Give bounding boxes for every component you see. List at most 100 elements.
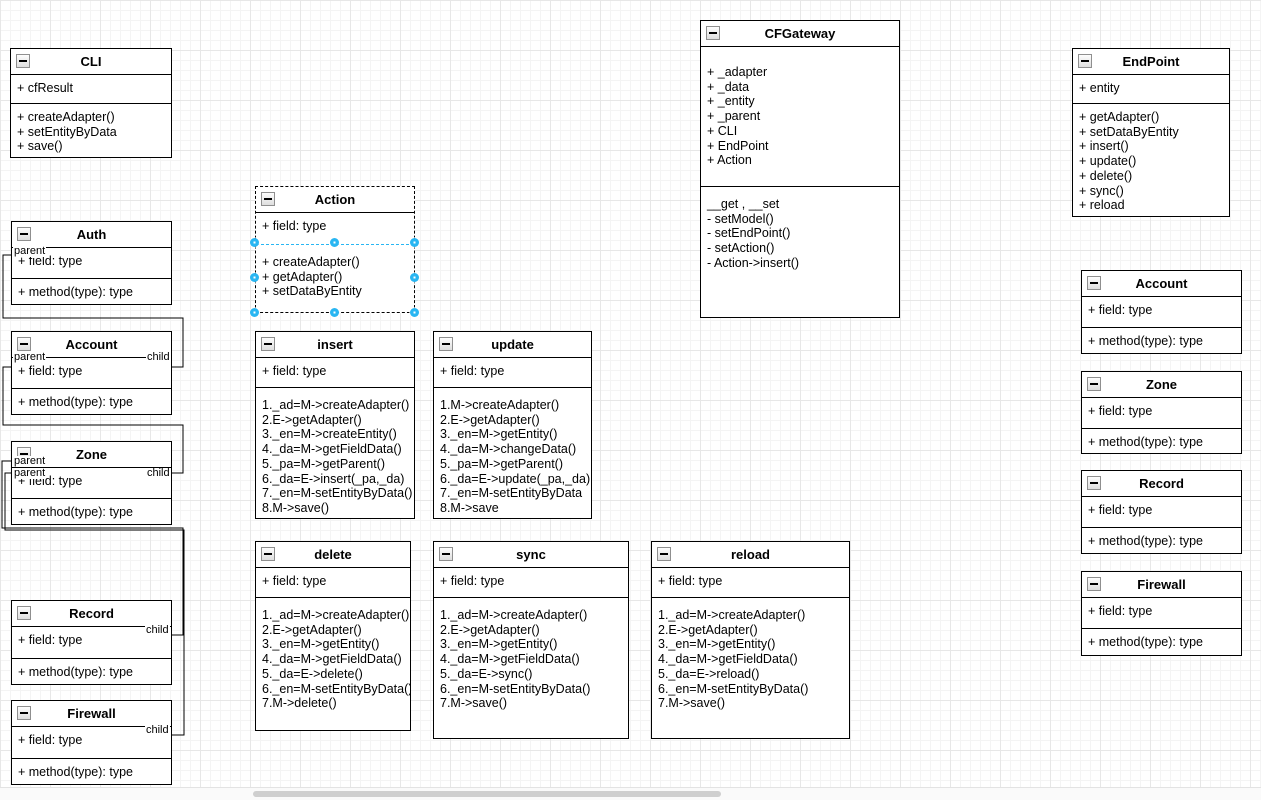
methods-compartment[interactable]: + method(type): type — [12, 498, 171, 524]
fields-compartment[interactable]: + field: type — [1082, 398, 1241, 428]
methods-compartment[interactable]: + method(type): type — [12, 388, 171, 414]
selection-handle-nw[interactable] — [250, 238, 259, 247]
class-name: Firewall — [1137, 577, 1186, 592]
fields-compartment[interactable]: + field: type — [256, 568, 410, 597]
class-delete[interactable]: delete + field: type 1._ad=M->createAdap… — [255, 541, 411, 731]
collapse-icon[interactable] — [439, 337, 453, 351]
collapse-icon[interactable] — [261, 337, 275, 351]
class-firewall-left[interactable]: Firewall + field: type + method(type): t… — [11, 700, 172, 785]
collapse-icon[interactable] — [1087, 377, 1101, 391]
collapse-icon[interactable] — [1087, 577, 1101, 591]
horizontal-scrollbar[interactable] — [0, 787, 1261, 800]
collapse-icon[interactable] — [17, 337, 31, 351]
edge-label-child[interactable]: child — [145, 724, 170, 736]
horizontal-scrollbar-thumb[interactable] — [253, 791, 721, 797]
collapse-icon[interactable] — [16, 54, 30, 68]
fields-compartment[interactable]: + cfResult — [11, 75, 171, 103]
edge-zone-record[interactable] — [1, 460, 184, 636]
methods-compartment[interactable]: + createAdapter()+ setEntityByData+ save… — [11, 103, 171, 157]
collapse-icon[interactable] — [1087, 276, 1101, 290]
edge-label-child[interactable]: child — [146, 351, 171, 363]
class-cli[interactable]: CLI + cfResult + createAdapter()+ setEnt… — [10, 48, 172, 158]
class-zone-right[interactable]: Zone + field: type + method(type): type — [1081, 371, 1242, 454]
selection-handle-se[interactable] — [410, 308, 419, 317]
class-account-right[interactable]: Account + field: type + method(type): ty… — [1081, 270, 1242, 354]
fields-compartment[interactable]: + field: type — [434, 358, 591, 387]
methods-compartment[interactable]: + method(type): type — [12, 758, 171, 784]
collapse-icon[interactable] — [17, 606, 31, 620]
fields-compartment[interactable]: + field: type — [256, 358, 414, 387]
methods-compartment[interactable]: + method(type): type — [1082, 428, 1241, 453]
class-cfgateway[interactable]: CFGateway + _adapter+ _data+ _entity+ _p… — [700, 20, 900, 318]
class-insert[interactable]: insert + field: type 1._ad=M->createAdap… — [255, 331, 415, 519]
methods-compartment[interactable]: 1._ad=M->createAdapter()2.E->getAdapter(… — [256, 387, 414, 518]
collapse-icon[interactable] — [17, 227, 31, 241]
class-endpoint[interactable]: EndPoint + entity + getAdapter()+ setDat… — [1072, 48, 1230, 217]
fields-compartment[interactable]: + field: type — [12, 358, 171, 388]
collapse-icon[interactable] — [1078, 54, 1092, 68]
collapse-icon[interactable] — [17, 706, 31, 720]
selection-handle-sw[interactable] — [250, 308, 259, 317]
field-line: + EndPoint — [707, 138, 769, 153]
class-account-left[interactable]: Account + field: type + method(type): ty… — [11, 331, 172, 415]
class-record-right[interactable]: Record + field: type + method(type): typ… — [1081, 470, 1242, 554]
method-line: 5._da=E->sync() — [440, 666, 533, 681]
class-auth[interactable]: Auth + field: type + method(type): type — [11, 221, 172, 305]
methods-compartment-selected[interactable]: + createAdapter()+ getAdapter()+ setData… — [256, 244, 414, 312]
selection-handle-s[interactable] — [330, 308, 339, 317]
methods-compartment[interactable]: + method(type): type — [1082, 628, 1241, 655]
fields-compartment[interactable]: + field: type — [652, 568, 849, 597]
collapse-icon[interactable] — [261, 547, 275, 561]
methods-compartment[interactable]: + method(type): type — [1082, 527, 1241, 553]
class-firewall-right[interactable]: Firewall + field: type + method(type): t… — [1081, 571, 1242, 656]
methods-compartment[interactable]: + method(type): type — [12, 278, 171, 304]
fields-compartment[interactable]: + field: type — [1082, 598, 1241, 628]
fields-compartment[interactable]: + field: type — [12, 248, 171, 278]
fields-compartment[interactable]: + field: type — [1082, 497, 1241, 527]
class-action[interactable]: Action + field: type + createAdapter()+ … — [255, 186, 415, 313]
collapse-icon[interactable] — [706, 26, 720, 40]
selection-handle-ne[interactable] — [410, 238, 419, 247]
methods-compartment[interactable]: + method(type): type — [1082, 327, 1241, 353]
fields-compartment[interactable]: + field: type — [12, 627, 171, 658]
collapse-icon[interactable] — [439, 547, 453, 561]
edge-zone-firewall[interactable] — [4, 472, 185, 736]
edge-label-parent[interactable]: parent — [13, 455, 47, 467]
collapse-icon[interactable] — [1087, 476, 1101, 490]
selection-handle-w[interactable] — [250, 273, 259, 282]
method-line: __get , __set — [707, 197, 780, 211]
method-line: - setModel() — [707, 211, 774, 226]
collapse-icon[interactable] — [261, 192, 275, 206]
class-sync[interactable]: sync + field: type 1._ad=M->createAdapte… — [433, 541, 629, 739]
class-reload[interactable]: reload + field: type 1._ad=M->createAdap… — [651, 541, 850, 739]
methods-compartment[interactable]: __get , __set- setModel()- setEndPoint()… — [701, 186, 899, 317]
fields-compartment[interactable]: + _adapter+ _data+ _entity+ _parent+ CLI… — [701, 47, 899, 186]
methods-compartment[interactable]: 1._ad=M->createAdapter()2.E->getAdapter(… — [256, 597, 410, 730]
edge-label-child[interactable]: child — [145, 624, 170, 636]
class-update[interactable]: update + field: type 1.M->createAdapter(… — [433, 331, 592, 519]
fields-compartment[interactable]: + field: type — [256, 213, 414, 244]
method-line: - setEndPoint() — [707, 226, 791, 241]
methods-compartment[interactable]: + getAdapter()+ setDataByEntity+ insert(… — [1073, 103, 1229, 216]
methods-compartment[interactable]: 1._ad=M->createAdapter()2.E->getAdapter(… — [652, 597, 849, 738]
selection-handle-n[interactable] — [330, 238, 339, 247]
fields-compartment[interactable]: + field: type — [434, 568, 628, 597]
class-zone-left[interactable]: Zone + field: type + method(type): type — [11, 441, 172, 525]
class-record-left[interactable]: Record + field: type + method(type): typ… — [11, 600, 172, 685]
methods-compartment[interactable]: 1.M->createAdapter()2.E->getAdapter()3._… — [434, 387, 591, 518]
edge-label-child[interactable]: child — [146, 467, 171, 479]
fields-compartment[interactable]: + entity — [1073, 75, 1229, 103]
edge-label-parent[interactable]: parent — [13, 245, 47, 257]
edge-account-zone[interactable] — [2, 366, 184, 474]
edge-label-parent[interactable]: parent — [13, 351, 47, 363]
edge-label-parent[interactable]: parent — [13, 467, 47, 479]
fields-compartment[interactable]: + field: type — [12, 727, 171, 758]
collapse-icon[interactable] — [657, 547, 671, 561]
methods-compartment[interactable]: + method(type): type — [12, 658, 171, 684]
edge-auth-account[interactable] — [2, 254, 184, 368]
field-line: + field: type — [440, 574, 505, 588]
fields-compartment[interactable]: + field: type — [1082, 297, 1241, 327]
methods-compartment[interactable]: 1._ad=M->createAdapter()2.E->getAdapter(… — [434, 597, 628, 738]
selection-handle-e[interactable] — [410, 273, 419, 282]
